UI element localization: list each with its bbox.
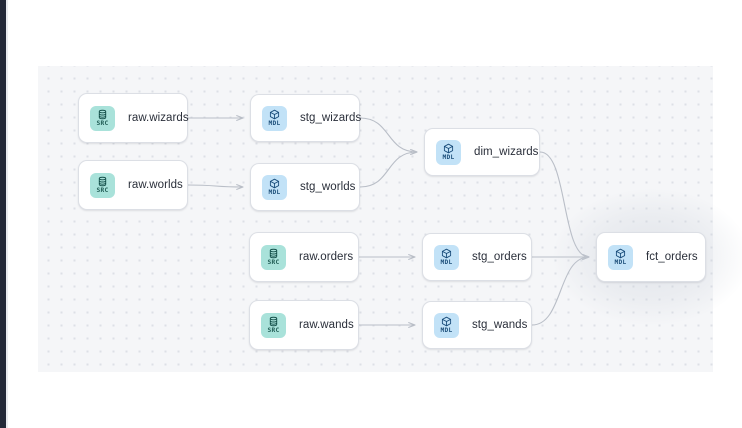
graph-node-stg-wands[interactable]: MDL stg_wands	[422, 301, 532, 349]
graph-node-label: fct_orders	[646, 251, 698, 263]
database-icon: SRC	[261, 312, 286, 338]
graph-node-label: raw.orders	[299, 251, 354, 263]
graph-node-raw-worlds[interactable]: SRC raw.worlds	[78, 160, 188, 210]
cube-icon: MDL	[262, 105, 287, 131]
graph-node-stg-wizards[interactable]: MDL stg_wizards	[250, 94, 362, 142]
node-kind-tag: SRC	[96, 186, 109, 194]
graph-node-label: stg_orders	[472, 251, 527, 263]
node-kind-tag: MDL	[442, 153, 455, 161]
left-nav-rail[interactable]	[0, 0, 6, 428]
node-kind-tag: SRC	[96, 119, 109, 127]
graph-node-label: dim_wizards	[474, 146, 539, 158]
graph-node-stg-orders[interactable]: MDL stg_orders	[422, 233, 532, 281]
database-icon: SRC	[90, 172, 115, 198]
cube-icon: MDL	[262, 174, 287, 200]
graph-node-label: stg_wizards	[300, 112, 362, 124]
node-kind-tag: MDL	[268, 188, 281, 196]
graph-node-fct-orders[interactable]: MDL fct_orders	[596, 232, 706, 282]
graph-node-label: stg_worlds	[300, 181, 356, 193]
database-icon: SRC	[261, 244, 286, 270]
graph-node-raw-wands[interactable]: SRC raw.wands	[249, 300, 359, 350]
node-kind-tag: SRC	[267, 326, 280, 334]
graph-node-raw-wizards[interactable]: SRC raw.wizards	[78, 93, 189, 143]
node-kind-tag: MDL	[268, 119, 281, 127]
node-kind-tag: SRC	[267, 258, 280, 266]
graph-node-label: stg_wands	[472, 319, 528, 331]
graph-node-label: raw.wizards	[128, 112, 189, 124]
rail-seam-divider	[6, 0, 8, 428]
lineage-graph-canvas[interactable]	[38, 66, 713, 372]
graph-node-raw-orders[interactable]: SRC raw.orders	[249, 232, 359, 282]
graph-node-label: raw.worlds	[128, 179, 183, 191]
node-kind-tag: MDL	[440, 258, 453, 266]
cube-icon: MDL	[434, 244, 459, 270]
cube-icon: MDL	[608, 244, 633, 270]
cube-icon: MDL	[436, 139, 461, 165]
graph-node-label: raw.wands	[299, 319, 354, 331]
node-kind-tag: MDL	[614, 258, 627, 266]
database-icon: SRC	[90, 105, 115, 131]
graph-node-dim-wizards[interactable]: MDL dim_wizards	[424, 128, 540, 176]
node-kind-tag: MDL	[440, 326, 453, 334]
graph-node-stg-worlds[interactable]: MDL stg_worlds	[250, 163, 360, 211]
cube-icon: MDL	[434, 312, 459, 338]
